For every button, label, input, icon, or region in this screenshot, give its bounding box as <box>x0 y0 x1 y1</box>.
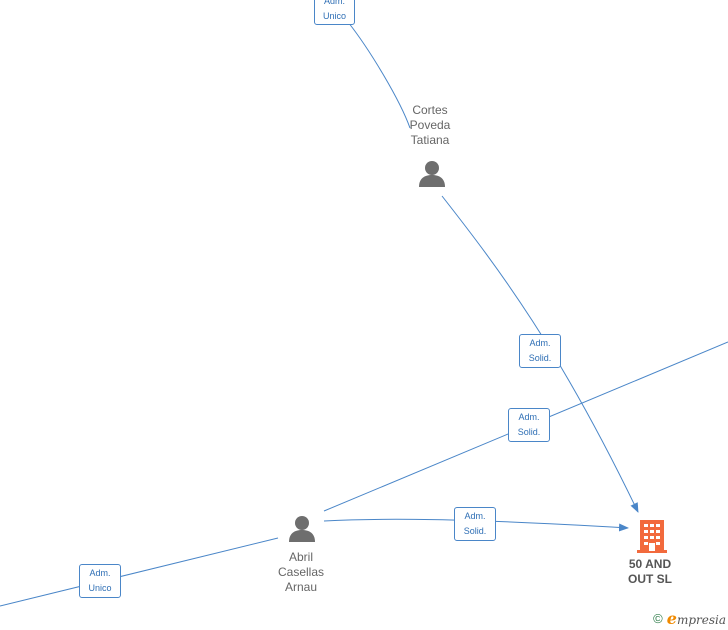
edge-label-cortes-company[interactable]: Adm. Solid. <box>519 334 561 368</box>
edge-top-to-cortes <box>347 21 411 129</box>
person-icon[interactable] <box>287 515 317 543</box>
edge-abril-to-company <box>323 518 629 532</box>
building-icon[interactable] <box>637 518 667 554</box>
edge-label-abril-company[interactable]: Adm. Solid. <box>454 507 496 541</box>
node-abril-label[interactable]: Abril Casellas Arnau <box>277 550 325 594</box>
node-company-label[interactable]: 50 AND OUT SL <box>628 557 672 586</box>
node-cortes-label[interactable]: Cortes Poveda Tatiana <box>409 103 451 147</box>
edge-label-top[interactable]: Adm. Unico <box>314 0 355 25</box>
edge-cortes-to-company <box>441 195 639 513</box>
edge-label-abril-right[interactable]: Adm. Solid. <box>508 408 550 442</box>
copyright-icon: © <box>653 611 663 626</box>
footer-brand[interactable]: © empresia <box>653 609 726 628</box>
edge-label-bottom-left[interactable]: Adm. Unico <box>79 564 121 598</box>
brand-logo: empresia <box>666 609 726 628</box>
person-icon[interactable] <box>417 160 447 188</box>
edge-left-to-abril <box>0 537 279 607</box>
